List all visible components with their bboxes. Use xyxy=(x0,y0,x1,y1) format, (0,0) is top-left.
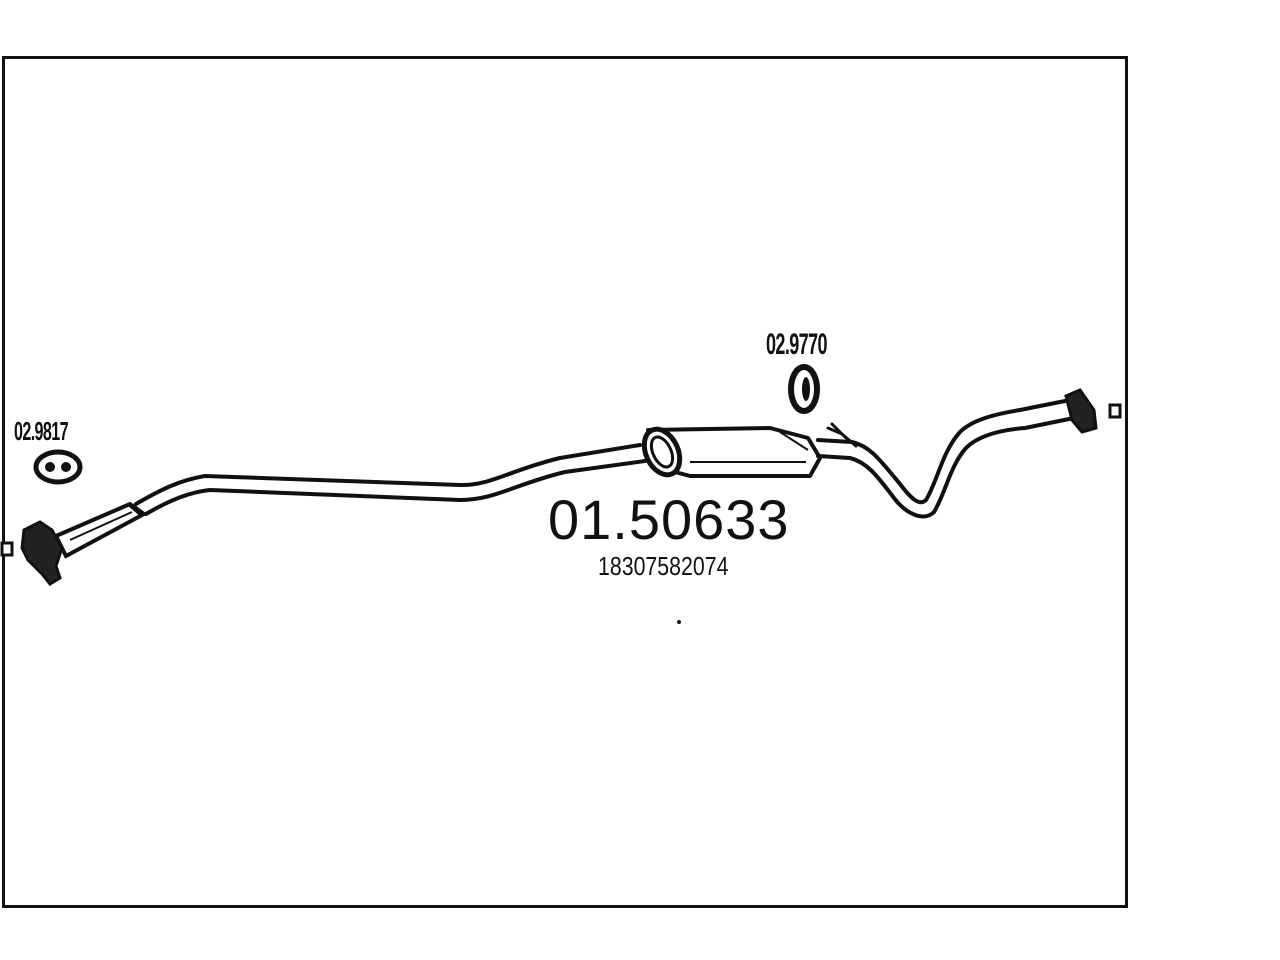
diagram-frame xyxy=(2,56,1128,908)
front-flange xyxy=(0,520,64,586)
accessory-ref-rubber-ring: 02.9770 xyxy=(766,328,827,361)
middle-silencer xyxy=(641,426,822,478)
dot-mark xyxy=(677,620,681,624)
part-number: 01.50633 xyxy=(548,488,790,551)
rubber-ring-icon xyxy=(788,364,820,414)
main-pipe xyxy=(134,443,654,516)
accessory-ref-gasket: 02.9817 xyxy=(14,416,69,446)
gasket-icon xyxy=(33,449,83,485)
rear-pipe xyxy=(816,398,1076,519)
rear-flange xyxy=(1064,388,1122,434)
oem-number: 18307582074 xyxy=(598,551,729,581)
front-pipe-cone xyxy=(53,501,148,559)
